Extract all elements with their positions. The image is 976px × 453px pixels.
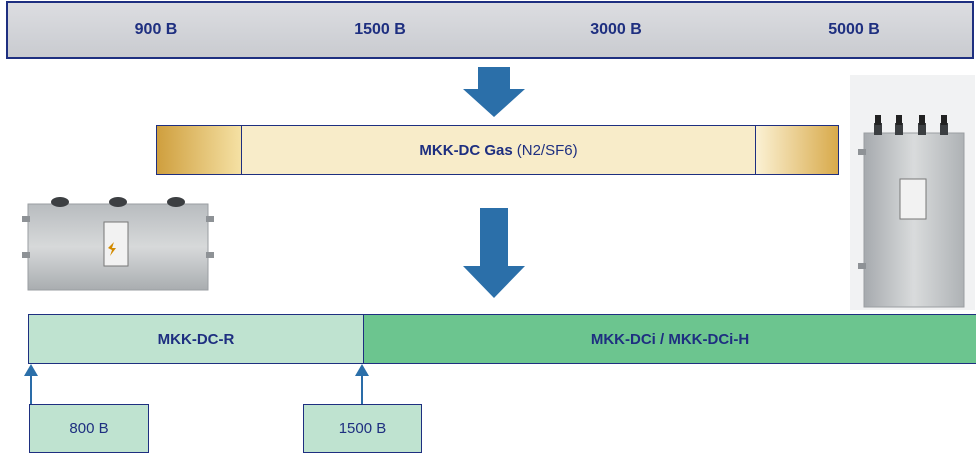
mkk-dci-range-bar: MKK-DCi / MKK-DCi-H (363, 314, 976, 364)
capacitor-image-left (22, 197, 214, 291)
gas-bar-left-gradient (157, 126, 242, 174)
scale-tick-1500: 1500 В (354, 21, 406, 38)
marker-line-right (361, 372, 363, 404)
capacitor-image-right (850, 75, 975, 310)
marker-line-left (30, 372, 32, 404)
up-arrowhead-icon (355, 364, 369, 376)
scale-tick-5000: 5000 В (828, 21, 880, 38)
up-arrowhead-icon (24, 364, 38, 376)
down-arrow-icon (463, 208, 525, 298)
gas-bar-suffix: (N2/SF6) (516, 141, 578, 159)
gas-bar-name: MKK-DC Gas (419, 141, 513, 159)
marker-box-800: 800 В (29, 404, 149, 453)
mkk-dc-r-range-bar: MKK-DC-R (28, 314, 364, 364)
down-arrow-icon (463, 67, 525, 117)
scale-tick-900: 900 В (134, 21, 178, 38)
marker-box-1500: 1500 В (303, 404, 422, 453)
voltage-scale-bar: 900 В 1500 В 3000 В 5000 В (6, 1, 974, 59)
gas-bar-label: MKK-DC Gas (N2/SF6) (241, 126, 756, 174)
scale-tick-3000: 3000 В (590, 21, 642, 38)
gas-capacitor-range-bar: MKK-DC Gas (N2/SF6) (156, 125, 839, 175)
gas-bar-right-gradient (755, 126, 838, 174)
